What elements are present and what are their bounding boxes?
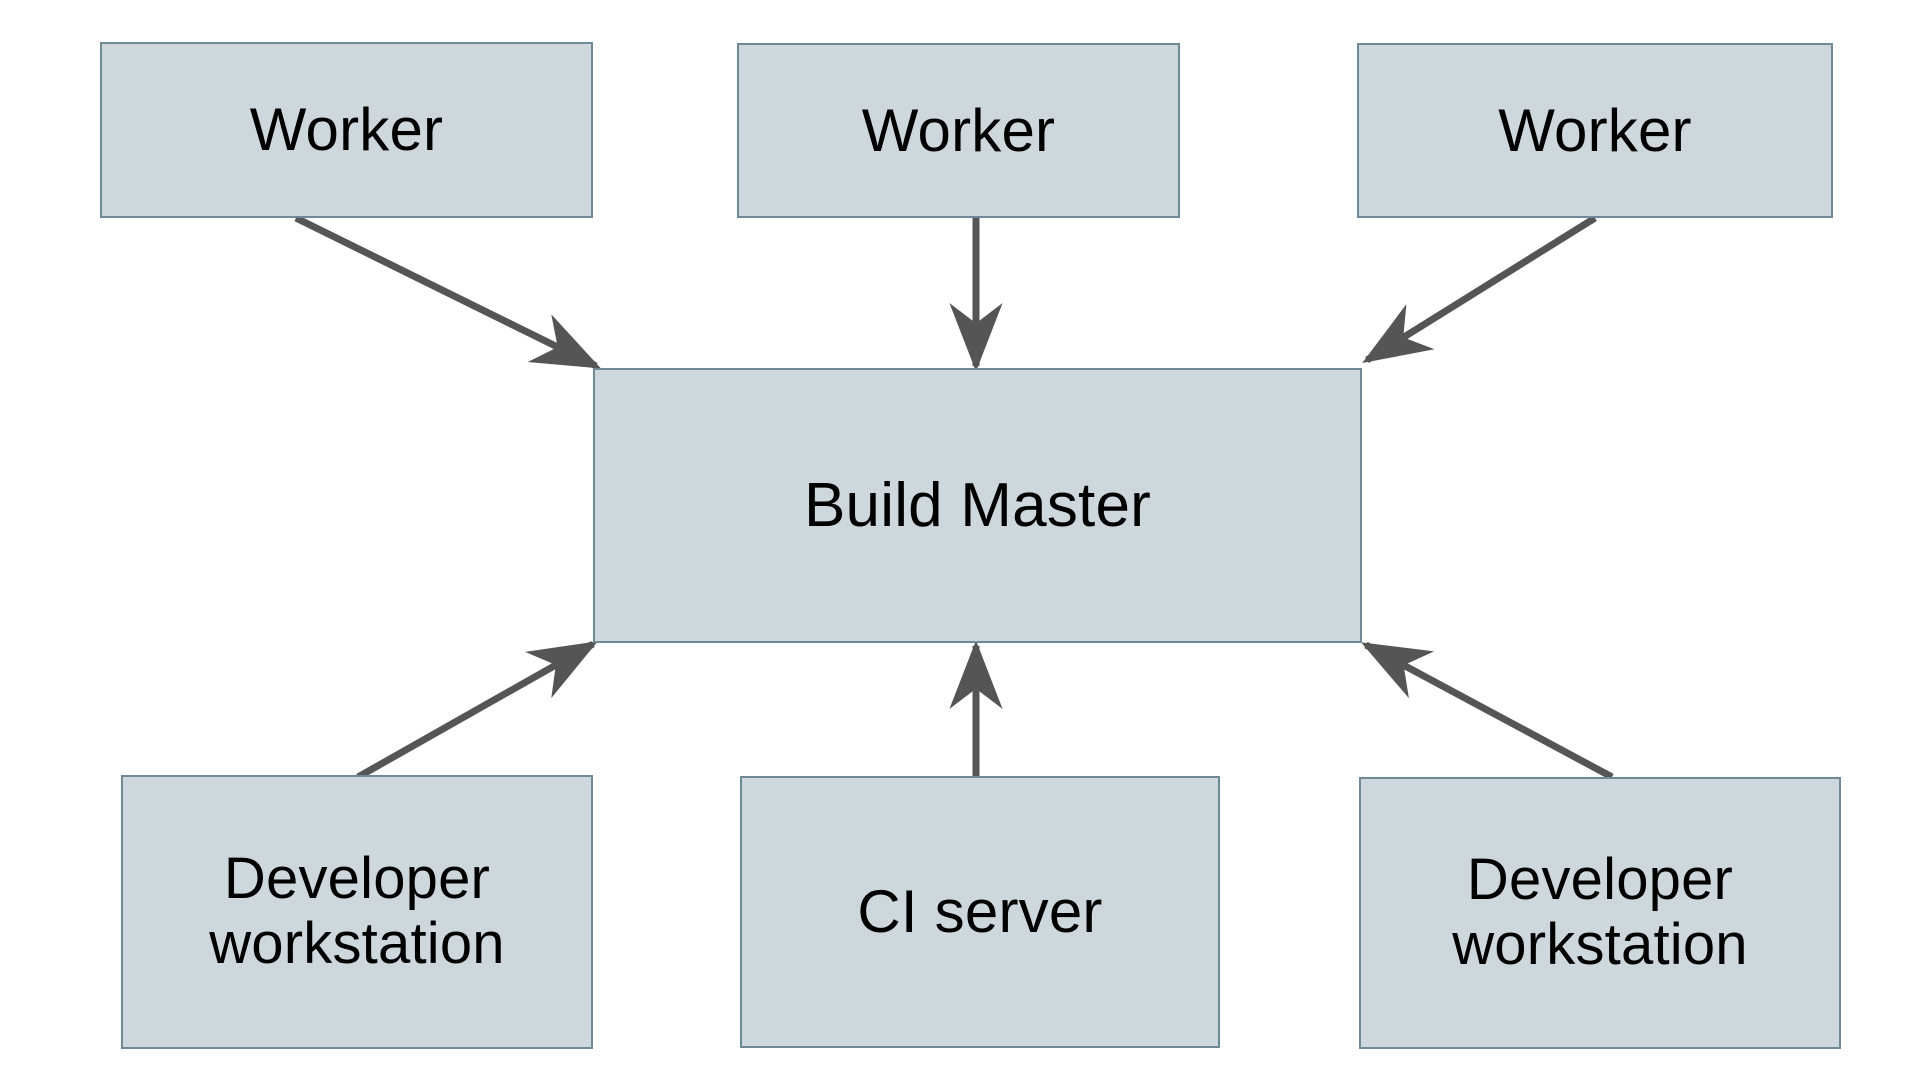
- edge-dev-left-to-build-master: [356, 640, 598, 781]
- node-label-developer-workstation-right: Developer workstation: [1452, 847, 1748, 977]
- node-developer-workstation-right[interactable]: Developer workstation: [1359, 777, 1841, 1049]
- node-label-developer-workstation-left: Developer workstation: [209, 846, 505, 976]
- node-worker-right[interactable]: Worker: [1357, 43, 1833, 218]
- node-label-worker-right: Worker: [1498, 96, 1692, 164]
- node-label-build-master: Build Master: [804, 470, 1151, 540]
- node-ci-server[interactable]: CI server: [740, 776, 1220, 1048]
- node-worker-center[interactable]: Worker: [737, 43, 1180, 218]
- node-worker-left[interactable]: Worker: [100, 42, 593, 218]
- node-build-master[interactable]: Build Master: [593, 368, 1362, 643]
- edge-worker-right-to-build-master: [1362, 215, 1597, 363]
- node-developer-workstation-left[interactable]: Developer workstation: [121, 775, 593, 1049]
- node-label-worker-left: Worker: [249, 96, 444, 164]
- node-label-ci-server: CI server: [857, 878, 1103, 946]
- edge-worker-left-to-build-master: [294, 214, 602, 370]
- node-label-worker-center: Worker: [861, 96, 1056, 164]
- edge-dev-right-to-build-master: [1361, 641, 1614, 781]
